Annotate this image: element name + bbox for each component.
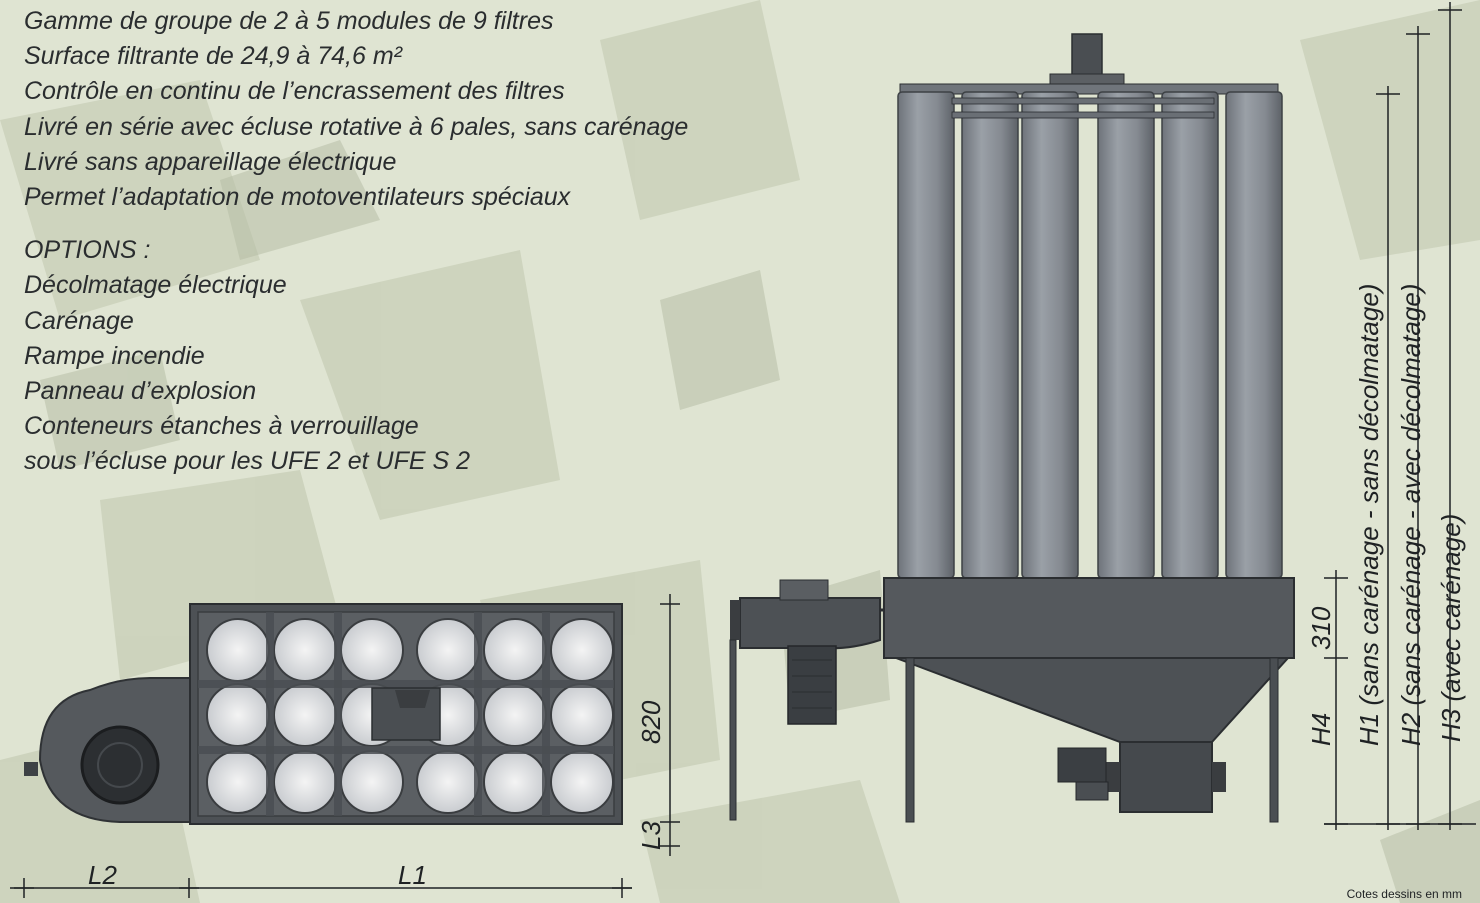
side-view bbox=[729, 33, 1295, 823]
exhaust-box bbox=[1071, 33, 1103, 77]
hopper bbox=[895, 657, 1291, 743]
filter-disc bbox=[483, 750, 547, 814]
feature-line: Surface filtrante de 24,9 à 74,6 m² bbox=[24, 42, 402, 71]
filter-cylinder bbox=[1225, 91, 1283, 579]
feature-line: Livré en série avec écluse rotative à 6 … bbox=[24, 112, 689, 141]
filter-disc bbox=[273, 683, 337, 747]
side-fan-outlet bbox=[779, 579, 829, 601]
dim-label-820: 820 bbox=[636, 700, 666, 744]
frame-bar bbox=[542, 612, 550, 816]
leg-right bbox=[1269, 657, 1279, 823]
frame-bar bbox=[198, 680, 614, 688]
option-item: Panneau d’explosion bbox=[24, 377, 257, 406]
filter-cylinder bbox=[897, 91, 955, 579]
filter-cylinder bbox=[1161, 91, 1219, 579]
dim-label-h3: H3 (avec carénage) bbox=[1436, 514, 1466, 742]
filter-disc bbox=[273, 750, 337, 814]
filter-cylinder bbox=[1021, 91, 1079, 579]
filter-disc bbox=[206, 750, 270, 814]
dim-label-l2: L2 bbox=[88, 860, 117, 890]
filter-cylinders bbox=[897, 91, 1283, 579]
side-fan-motor bbox=[787, 645, 837, 725]
filter-cylinder bbox=[961, 91, 1019, 579]
filter-disc bbox=[340, 618, 404, 682]
dim-label-h1: H1 (sans carénage - sans décolmatage) bbox=[1354, 284, 1384, 746]
dim-label-310: 310 bbox=[1306, 606, 1336, 650]
frame-bar bbox=[266, 612, 274, 816]
filter-disc bbox=[483, 683, 547, 747]
filter-disc bbox=[416, 750, 480, 814]
fan-impeller bbox=[80, 725, 160, 805]
dim-label-l3: L3 bbox=[636, 821, 666, 850]
filter-cylinder bbox=[1097, 91, 1155, 579]
frame-bar bbox=[334, 612, 342, 816]
leg-left bbox=[905, 657, 915, 823]
filter-disc bbox=[340, 750, 404, 814]
filter-disc bbox=[416, 618, 480, 682]
feature-line: Contrôle en continu de l’encrassement de… bbox=[24, 77, 565, 106]
fan-motor-flange bbox=[24, 762, 38, 776]
frame-bar bbox=[474, 612, 482, 816]
rotary-valve bbox=[1119, 741, 1213, 813]
feature-line: Permet l’adaptation de motoventilateurs … bbox=[24, 183, 571, 212]
filter-disc bbox=[206, 618, 270, 682]
filter-disc bbox=[550, 683, 614, 747]
valve-motor bbox=[1057, 747, 1107, 783]
top-view bbox=[24, 603, 623, 825]
dim-label-h4: H4 bbox=[1306, 713, 1336, 746]
dim-label-l1: L1 bbox=[398, 860, 427, 890]
option-item: sous l’écluse pour les UFE 2 et UFE S 2 bbox=[24, 447, 471, 476]
dim-label-h2: H2 (sans carénage - avec décolmatage) bbox=[1396, 284, 1426, 746]
units-note: Cotes dessins en mm bbox=[1346, 887, 1462, 901]
option-item: Carénage bbox=[24, 306, 134, 335]
option-item: Décolmatage électrique bbox=[24, 271, 287, 300]
feature-line: Livré sans appareillage électrique bbox=[24, 147, 397, 176]
plenum-box bbox=[883, 577, 1295, 659]
dimension-lines bbox=[10, 2, 1476, 898]
filter-disc bbox=[273, 618, 337, 682]
side-fan-housing bbox=[739, 597, 881, 650]
option-item: Rampe incendie bbox=[24, 341, 205, 370]
options-heading: OPTIONS : bbox=[24, 236, 151, 265]
feature-line: Gamme de groupe de 2 à 5 modules de 9 fi… bbox=[24, 7, 554, 35]
filter-disc bbox=[206, 683, 270, 747]
option-item: Conteneurs étanches à verrouillage bbox=[24, 412, 419, 441]
frame-bar bbox=[198, 746, 614, 754]
filter-disc bbox=[550, 618, 614, 682]
filter-discs bbox=[198, 612, 614, 816]
filter-disc bbox=[550, 750, 614, 814]
filter-disc bbox=[483, 618, 547, 682]
features-text: Gamme de groupe de 2 à 5 modules de 9 fi… bbox=[24, 4, 688, 480]
top-manifold bbox=[899, 83, 1279, 95]
